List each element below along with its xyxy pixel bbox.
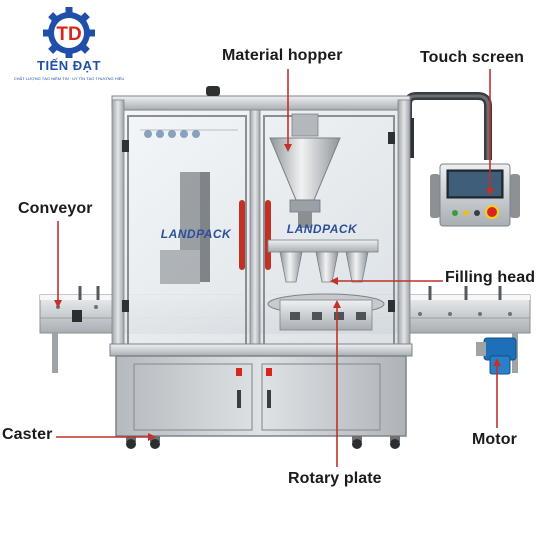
yellow-button-icon [463,210,469,216]
filling-heads [267,239,379,283]
label-filling-head: Filling head [445,269,536,286]
rotary-plate [267,293,385,331]
label-material-hopper: Material hopper [222,47,343,64]
brand-name: TIẾN ĐẠT [37,58,101,73]
machine-brand-left: LANDPACK [161,227,232,241]
black-button-icon [474,210,480,216]
leader-arrowheads [54,144,501,441]
gear-logo-icon: TD [43,7,95,59]
casters [126,436,400,449]
brand-tagline: CHẤT LƯỢNG TẠO NIỀM TIN · UY TÍN TẠO THƯ… [13,76,125,81]
label-caster: Caster [2,426,53,443]
motor [476,337,517,375]
base-slab [109,343,413,357]
brand-logo: TD TIẾN ĐẠT CHẤT LƯỢNG TẠO NIỀM TIN · UY… [8,6,130,92]
emergency-stop-icon [485,205,499,219]
logo-mark-text: TD [56,24,81,45]
label-conveyor: Conveyor [18,200,93,217]
touch-screen-panel [430,163,520,227]
green-button-icon [452,210,458,216]
label-touch-screen: Touch screen [420,49,525,66]
leader-lines [56,69,498,467]
label-rotary-plate: Rotary plate [288,470,382,487]
material-hopper [269,113,341,228]
base-cabinet [115,355,407,437]
touch-screen-arm [402,92,492,160]
internal-mechanism [160,172,210,284]
label-motor: Motor [472,431,517,448]
machine-brand-right: LANDPACK [287,222,358,236]
